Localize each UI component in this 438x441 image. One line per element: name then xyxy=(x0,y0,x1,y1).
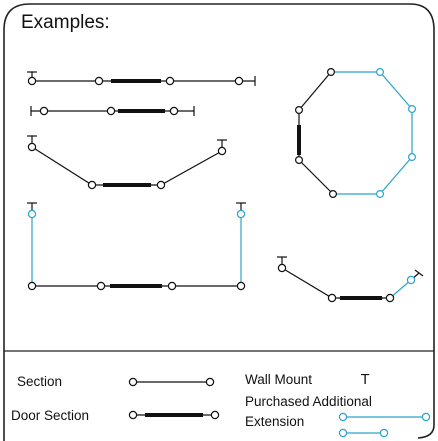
legend-wall-mount-label: Wall Mount xyxy=(245,372,313,387)
legend-purchased-label: Purchased Additional xyxy=(245,394,372,409)
legend-section-label: Section xyxy=(17,374,63,389)
example-u-shape-extensions xyxy=(27,202,246,291)
example-straight-short xyxy=(30,106,195,116)
legend-door-section-label: Door Section xyxy=(11,408,90,423)
legend-section-symbol xyxy=(128,377,215,387)
legend-door-section-symbol xyxy=(128,410,220,420)
legend-wall-mount-icon: T xyxy=(361,372,370,388)
legend-extension-symbol xyxy=(338,412,431,438)
example-straight-wall-mounted xyxy=(27,71,256,86)
example-octagon xyxy=(295,67,417,199)
diagram-title: Examples: xyxy=(21,12,110,33)
legend-extension-label: Extension xyxy=(245,414,305,429)
example-angled xyxy=(27,135,227,190)
frame-border xyxy=(3,3,435,441)
example-angled-extension xyxy=(277,256,424,303)
